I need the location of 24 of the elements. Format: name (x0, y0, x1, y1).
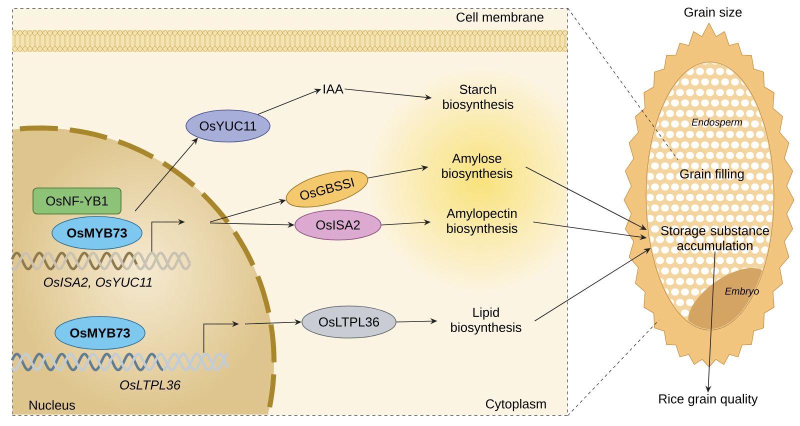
protein-box: OsNF-YB1 (32, 188, 122, 214)
zoom-line (567, 8, 678, 160)
gene-label: OsLTPL36 (120, 380, 181, 390)
process-label: Starch biosynthesis (443, 84, 514, 112)
part-label: Embryo (725, 287, 759, 297)
zoom-line (567, 320, 660, 416)
process-label: Lipid biosynthesis (451, 307, 522, 335)
region-label: Cell membrane (456, 12, 544, 22)
process-label: Amylose biosynthesis (442, 153, 512, 181)
part-label: Grain filling (680, 168, 744, 182)
protein-oval: OsYUC11 (186, 110, 270, 142)
region-label: Cytoplasm (486, 398, 546, 412)
gene-label: OsISA2, OsYUC11 (44, 278, 152, 288)
protein-oval: OsMYB73 (54, 316, 146, 350)
region-label: Nucleus (30, 400, 76, 410)
protein-oval: OsLTPL36 (302, 306, 396, 338)
protein-oval: OsISA2 (294, 210, 382, 240)
process-label: IAA (324, 84, 344, 94)
process-label: Rice grain quality (659, 394, 758, 406)
part-label: Endosperm (692, 118, 742, 128)
heading: Grain size (684, 7, 742, 17)
protein-oval: OsMYB73 (52, 216, 142, 250)
process-label: Amylopectin biosynthesis (446, 208, 518, 236)
process-label: Storage substance accumulation (661, 226, 769, 250)
